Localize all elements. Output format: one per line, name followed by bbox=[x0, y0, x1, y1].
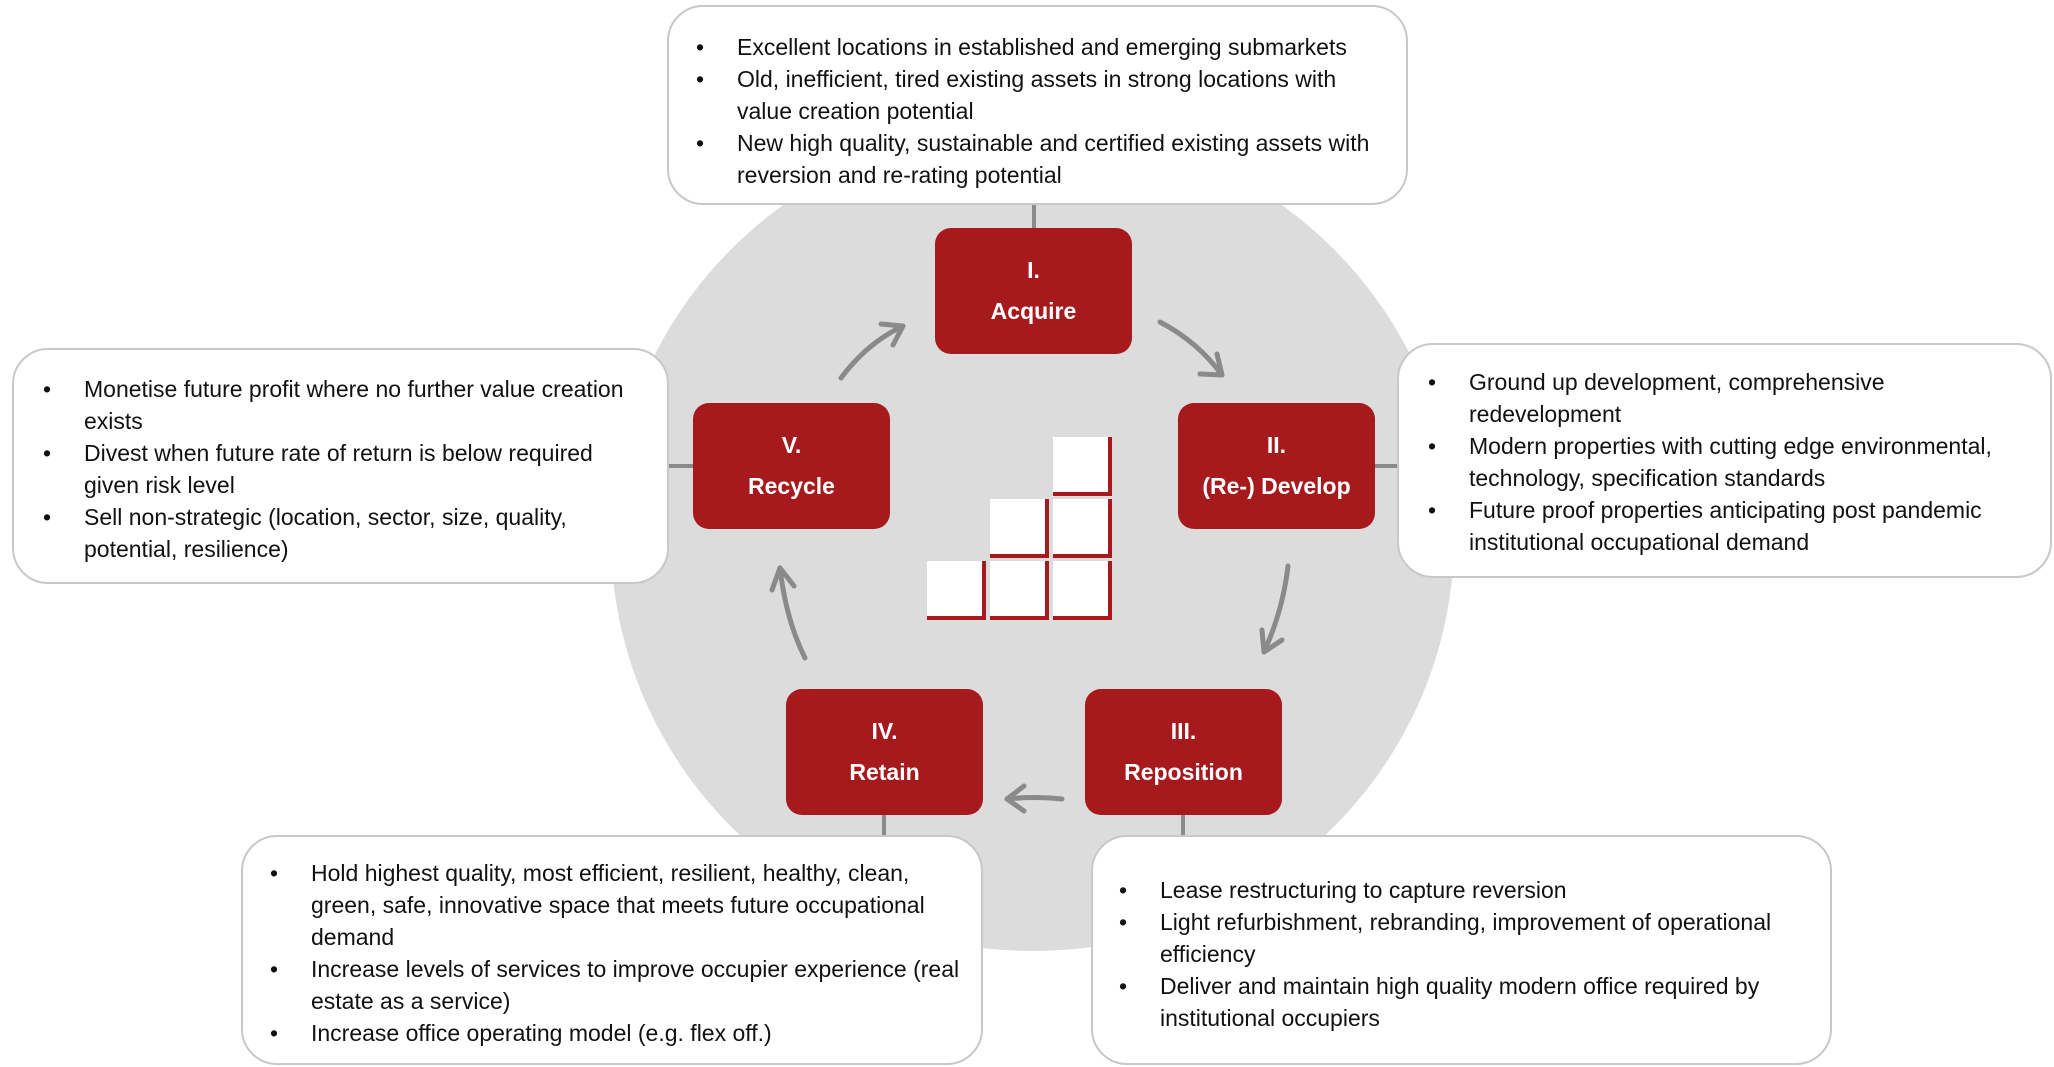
list-item: • Monetise future profit where no further… bbox=[43, 373, 647, 437]
list-item: • Future proof properties anticipating po… bbox=[1428, 494, 2030, 558]
list-item: • New high quality, sustainable and certi… bbox=[696, 127, 1386, 191]
card-recycle-list: • Monetise future profit where no further… bbox=[43, 373, 647, 565]
bullet-icon: • bbox=[270, 1020, 279, 1046]
list-item: • Modern properties with cutting edge env… bbox=[1428, 430, 2030, 494]
bullet-icon: • bbox=[43, 440, 52, 466]
bullet-icon: • bbox=[696, 130, 705, 156]
card-develop-list: • Ground up development, comprehensive re… bbox=[1428, 366, 2030, 558]
list-item: • Hold highest quality, most efficient, r… bbox=[270, 857, 961, 953]
bullet-icon: • bbox=[43, 376, 52, 402]
card-retain-text-1: Hold highest quality, most efficient, re… bbox=[311, 860, 925, 950]
card-retain-text-3: Increase office operating model (e.g. fl… bbox=[311, 1020, 772, 1046]
stage-acquire-label: Acquire bbox=[990, 298, 1077, 324]
bullet-icon: • bbox=[270, 956, 279, 982]
bullet-icon: • bbox=[270, 860, 279, 886]
bullet-icon: • bbox=[1428, 369, 1437, 395]
stage-recycle: V. Recycle bbox=[693, 403, 890, 529]
card-recycle: • Monetise future profit where no further… bbox=[12, 348, 669, 584]
stage-reposition: III. Reposition bbox=[1085, 689, 1282, 815]
stage-retain: IV. Retain bbox=[786, 689, 983, 815]
stage-acquire: I. Acquire bbox=[935, 228, 1132, 354]
bullet-icon: • bbox=[1119, 909, 1128, 935]
list-item: • Increase office operating model (e.g. f… bbox=[270, 1017, 961, 1049]
stage-retain-numeral: IV. bbox=[871, 718, 898, 744]
arrow-recycle-to-acquire bbox=[838, 321, 906, 381]
card-retain-text-2: Increase levels of services to improve o… bbox=[311, 956, 960, 1014]
card-reposition-text-1: Lease restructuring to capture reversion bbox=[1160, 877, 1567, 903]
card-reposition: • Lease restructuring to capture reversio… bbox=[1091, 835, 1832, 1065]
stage-recycle-label: Recycle bbox=[748, 473, 835, 499]
bullet-icon: • bbox=[1428, 497, 1437, 523]
bullet-icon: • bbox=[1119, 877, 1128, 903]
stage-retain-label: Retain bbox=[849, 759, 920, 785]
card-develop: • Ground up development, comprehensive re… bbox=[1397, 343, 2052, 578]
card-reposition-list: • Lease restructuring to capture reversio… bbox=[1119, 874, 1810, 1034]
card-recycle-text-1: Monetise future profit where no further … bbox=[84, 376, 624, 434]
card-acquire-text-1: Excellent locations in established and e… bbox=[737, 34, 1347, 60]
bullet-icon: • bbox=[43, 504, 52, 530]
stage-reposition-label: Reposition bbox=[1124, 759, 1243, 785]
card-retain-list: • Hold highest quality, most efficient, r… bbox=[270, 857, 961, 1049]
bullet-icon: • bbox=[1119, 973, 1128, 999]
stacked-blocks-logo-icon bbox=[927, 437, 1112, 620]
card-reposition-text-2: Light refurbishment, rebranding, improve… bbox=[1160, 909, 1772, 967]
list-item: • Sell non-strategic (location, sector, s… bbox=[43, 501, 647, 565]
list-item: • Ground up development, comprehensive re… bbox=[1428, 366, 2030, 430]
arrow-develop-to-reposition bbox=[1259, 563, 1291, 655]
bullet-icon: • bbox=[696, 66, 705, 92]
list-item: • Old, inefficient, tired existing assets… bbox=[696, 63, 1386, 127]
bullet-icon: • bbox=[1428, 433, 1437, 459]
list-item: • Divest when future rate of return is be… bbox=[43, 437, 647, 501]
stage-acquire-numeral: I. bbox=[1027, 257, 1040, 283]
list-item: • Deliver and maintain high quality moder… bbox=[1119, 970, 1810, 1034]
list-item: • Light refurbishment, rebranding, improv… bbox=[1119, 906, 1810, 970]
list-item: • Lease restructuring to capture reversio… bbox=[1119, 874, 1810, 906]
card-acquire-text-3: New high quality, sustainable and certif… bbox=[737, 130, 1370, 188]
list-item: • Increase levels of services to improve … bbox=[270, 953, 961, 1017]
card-recycle-text-2: Divest when future rate of return is bel… bbox=[84, 440, 593, 498]
stage-develop-label: (Re-) Develop bbox=[1202, 473, 1351, 499]
arrow-reposition-to-retain bbox=[1004, 783, 1065, 814]
card-develop-text-3: Future proof properties anticipating pos… bbox=[1469, 497, 1982, 555]
card-develop-text-1: Ground up development, comprehensive red… bbox=[1469, 369, 1885, 427]
arrow-acquire-to-develop bbox=[1157, 319, 1225, 378]
stage-recycle-numeral: V. bbox=[781, 432, 802, 458]
card-reposition-text-3: Deliver and maintain high quality modern… bbox=[1160, 973, 1760, 1031]
card-retain: • Hold highest quality, most efficient, r… bbox=[241, 835, 983, 1065]
card-acquire-text-2: Old, inefficient, tired existing assets … bbox=[737, 66, 1337, 124]
bullet-icon: • bbox=[696, 34, 705, 60]
arrow-retain-to-recycle bbox=[769, 565, 808, 661]
stage-reposition-numeral: III. bbox=[1170, 718, 1197, 744]
list-item: • Excellent locations in established and … bbox=[696, 31, 1386, 63]
card-recycle-text-3: Sell non-strategic (location, sector, si… bbox=[84, 504, 567, 562]
card-acquire-list: • Excellent locations in established and … bbox=[696, 31, 1386, 191]
stage-develop-numeral: II. bbox=[1266, 432, 1287, 458]
stage-develop: II. (Re-) Develop bbox=[1178, 403, 1375, 529]
card-develop-text-2: Modern properties with cutting edge envi… bbox=[1469, 433, 1992, 491]
card-acquire: • Excellent locations in established and … bbox=[667, 5, 1408, 205]
